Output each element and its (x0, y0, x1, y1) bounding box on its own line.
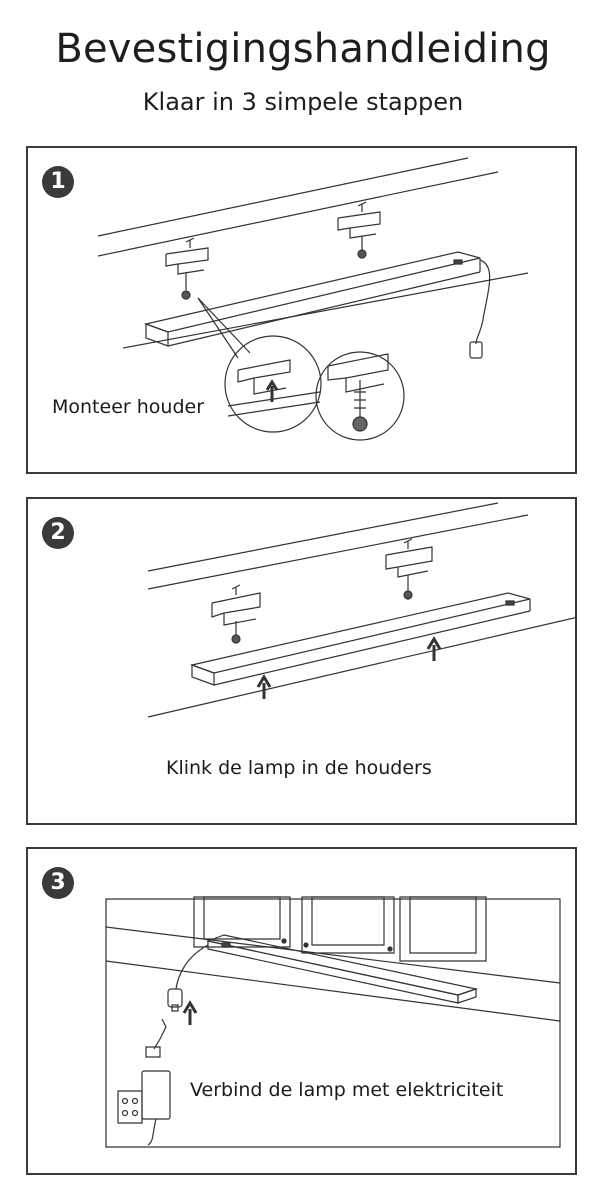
step-3-number-badge: 3 (42, 867, 74, 899)
ceiling-line (148, 515, 528, 589)
power-cable (176, 945, 208, 989)
step-3-caption: Verbind de lamp met elektriciteit (190, 1079, 504, 1101)
leader-line (198, 298, 238, 358)
step-3-panel: 3 (26, 847, 577, 1175)
mounting-bracket (338, 202, 380, 238)
mounting-bracket (386, 539, 432, 577)
step-2-panel: 2 Klink de l (26, 497, 577, 825)
up-arrow-icon (267, 382, 277, 402)
page-title: Bevestigingshandleiding (55, 26, 551, 72)
power-adapter (142, 1019, 170, 1145)
power-cable (476, 260, 490, 344)
led-lamp-bar (208, 935, 476, 1003)
screw-icon (358, 236, 366, 258)
wall-outlet-icon (118, 1091, 142, 1123)
screw-icon (232, 621, 240, 643)
step-3-illustration (28, 849, 577, 1175)
step-1-panel: 1 (26, 146, 577, 474)
mounting-bracket (166, 238, 208, 274)
connector-plug (168, 989, 182, 1011)
led-lamp-bar (146, 252, 480, 346)
up-arrow-icon (184, 1003, 196, 1025)
up-arrow-icon (258, 677, 270, 699)
step-1-caption: Monteer houder (52, 396, 205, 418)
ceiling-line (148, 617, 577, 717)
kitchen-scene-frame (106, 899, 560, 1147)
ceiling-line (148, 503, 498, 571)
ceiling-line (123, 273, 528, 348)
ceiling-line (98, 158, 468, 236)
detail-zoom-right (316, 352, 404, 440)
screw-icon (404, 575, 412, 599)
step-2-illustration (28, 499, 577, 825)
step-2-number-badge: 2 (42, 517, 74, 549)
connector-plug (470, 342, 482, 358)
up-arrow-icon (428, 639, 440, 661)
page-subtitle: Klaar in 3 simpele stappen (142, 88, 464, 116)
upper-cabinets (194, 897, 486, 961)
ceiling-line (98, 172, 498, 256)
led-lamp-bar (192, 593, 530, 685)
mounting-bracket (212, 585, 260, 625)
leader-line (198, 298, 250, 353)
step-1-number-badge: 1 (42, 166, 74, 198)
step-2-caption: Klink de lamp in de houders (166, 757, 432, 779)
step-1-illustration (28, 148, 577, 474)
detail-zoom-left (225, 336, 321, 432)
screw-icon (182, 272, 190, 299)
